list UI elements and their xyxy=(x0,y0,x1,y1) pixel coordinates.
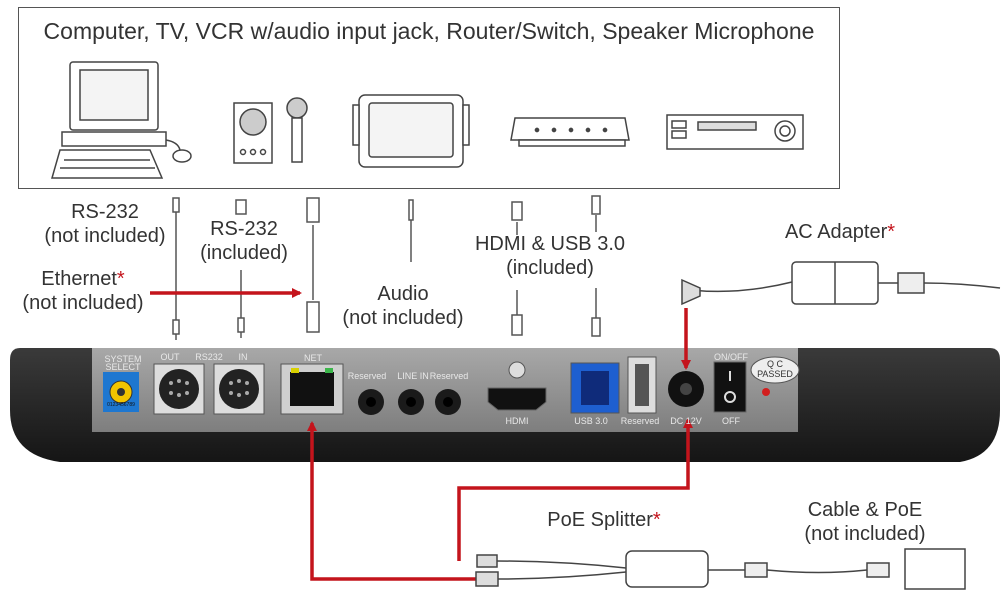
rs232-out-label: RS-232 (not included) xyxy=(44,201,166,247)
rs232-out-plug-top-icon xyxy=(172,197,180,213)
audio-label: Audio (not included) xyxy=(342,283,464,329)
label-in: IN xyxy=(239,352,248,362)
label-reserved-left: Reserved xyxy=(348,371,387,381)
reserved-usb-port[interactable] xyxy=(627,356,657,414)
rs232-out-plug-bottom-icon xyxy=(172,319,180,335)
label-qc-2: PASSED xyxy=(757,369,793,379)
connection-arrows xyxy=(150,288,693,581)
rs232-in-label: RS-232 (included) xyxy=(200,218,288,264)
microphone-icon xyxy=(286,97,308,163)
label-on-off: ON/OFF xyxy=(714,352,748,362)
device-box: Computer, TV, VCR w/audio input jack, Ro… xyxy=(18,7,840,189)
label-reserved-right: Reserved xyxy=(430,371,469,381)
device-box-title: Computer, TV, VCR w/audio input jack, Ro… xyxy=(43,18,815,44)
hdmi-port[interactable] xyxy=(487,361,547,411)
cable-poe-label: Cable & PoE (not included) xyxy=(804,499,926,545)
label-rotary-digits: 0123456789 xyxy=(107,402,135,408)
rs232-in-plug-icon xyxy=(235,199,247,215)
usb-port[interactable] xyxy=(570,362,620,414)
rs232-in-port[interactable] xyxy=(213,363,265,415)
label-reserved-usb: Reserved xyxy=(621,416,660,426)
system-select-dial[interactable] xyxy=(103,372,139,412)
hdmi-usb-label: HDMI & USB 3.0 (included) xyxy=(474,233,626,279)
speaker-icon xyxy=(233,102,273,164)
ac-adapter-icon xyxy=(681,261,1001,306)
panel-labels: SYSTEM SELECT OUT RS232 IN NET Reserved … xyxy=(104,352,793,426)
ethernet-plug-bottom-icon xyxy=(306,301,320,333)
computer-icon xyxy=(51,61,192,179)
poe-splitter-icon xyxy=(475,550,745,588)
cables xyxy=(172,195,601,340)
audio-plug-icon xyxy=(408,199,414,221)
label-line-in: LINE IN xyxy=(397,371,429,381)
label-qc-1: Q C xyxy=(767,359,784,369)
vcr-icon xyxy=(666,114,804,150)
label-dc: DC 12V xyxy=(670,416,702,426)
label-out: OUT xyxy=(161,352,181,362)
label-off: OFF xyxy=(722,416,740,426)
rs232-out-port[interactable] xyxy=(153,363,205,415)
label-system-1: SYSTEM xyxy=(104,354,141,364)
hdmi-plug-bottom-icon xyxy=(511,314,523,336)
usb-plug-bottom-icon xyxy=(591,317,601,337)
label-system-2: SELECT xyxy=(105,362,141,372)
status-led xyxy=(762,388,770,396)
cable-poe-icon xyxy=(744,548,966,590)
dc-jack[interactable] xyxy=(668,371,704,407)
tv-icon xyxy=(352,94,470,168)
hdmi-plug-top-icon xyxy=(511,201,523,221)
qc-sticker xyxy=(750,356,800,384)
label-net: NET xyxy=(304,353,323,363)
audio-jacks[interactable] xyxy=(358,389,461,415)
power-switch[interactable] xyxy=(713,361,747,413)
router-icon xyxy=(510,117,630,147)
ethernet-plug-top-icon xyxy=(306,197,320,223)
label-hdmi: HDMI xyxy=(506,416,529,426)
usb-plug-top-icon xyxy=(591,195,601,215)
net-port[interactable] xyxy=(280,363,344,415)
ac-adapter-label: AC Adapter* xyxy=(784,221,896,243)
poe-splitter-label: PoE Splitter* xyxy=(547,509,661,531)
label-rs232: RS232 xyxy=(195,352,223,362)
label-usb: USB 3.0 xyxy=(574,416,608,426)
ethernet-label: Ethernet* (not included) xyxy=(22,268,144,314)
